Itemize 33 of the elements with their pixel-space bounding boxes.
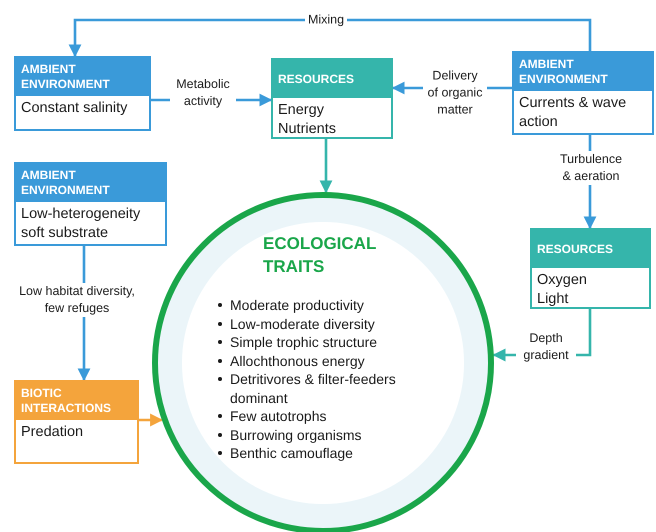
- trait-bullet: Few autotrophs: [216, 407, 446, 426]
- arrow: [320, 139, 332, 194]
- box-body-text: Predation: [21, 423, 84, 442]
- edge-label: Mixing: [304, 12, 348, 28]
- trait-bullet: Low-moderate diversity: [216, 314, 446, 333]
- edge-label: Metabolic activity: [170, 76, 236, 110]
- category-box: [14, 56, 151, 131]
- arrow: [139, 414, 164, 426]
- category-box: [14, 162, 167, 246]
- category-box: [530, 228, 651, 309]
- category-box: [271, 58, 393, 139]
- category-box: [14, 380, 139, 464]
- box-header: RESOURCES: [273, 60, 391, 98]
- trait-bullet: Allochthonous energy: [216, 352, 446, 370]
- box-header: AMBIENT ENVIRONMENT: [16, 164, 165, 202]
- trait-bullet: Benthic camouflage: [216, 444, 446, 462]
- trait-bullet: Detritivores & filter-feeders dominant: [216, 370, 446, 407]
- circle-heading: ECOLOGICAL TRAITS: [263, 233, 378, 278]
- box-body-text: Low-heterogeneity soft substrate: [21, 205, 142, 243]
- trait-bullet: Burrowing organisms: [216, 426, 446, 444]
- box-body-text: Energy Nutrients: [278, 101, 338, 139]
- category-box: [512, 51, 654, 135]
- arrow: [68, 18, 592, 58]
- trait-bullet: Simple trophic structure: [216, 333, 446, 352]
- box-body-text: Currents & wave action: [519, 94, 628, 132]
- box-body-text: Constant salinity: [21, 99, 128, 118]
- box-header: RESOURCES: [532, 230, 649, 268]
- box-header: BIOTIC INTERACTIONS: [16, 382, 137, 420]
- edge-label: Depth gradient: [516, 330, 576, 364]
- box-body-text: Oxygen Light: [537, 271, 588, 309]
- box-header: AMBIENT ENVIRONMENT: [514, 53, 652, 91]
- trait-bullet: Moderate productivity: [216, 296, 446, 314]
- box-header: AMBIENT ENVIRONMENT: [16, 58, 149, 96]
